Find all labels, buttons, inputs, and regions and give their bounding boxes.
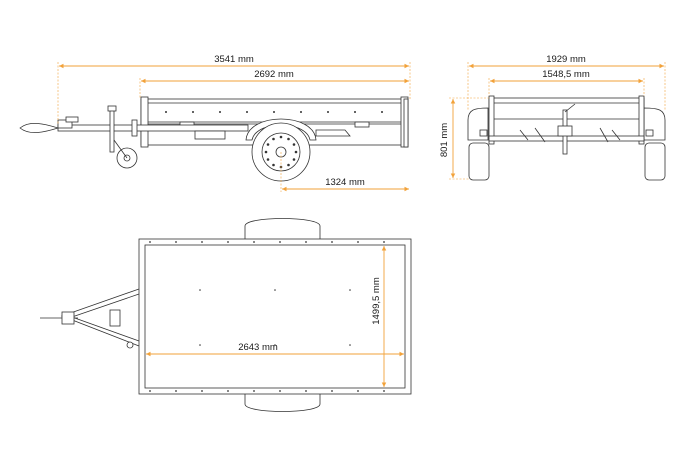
edge-rivet <box>253 241 255 243</box>
top-wheel-lower <box>244 392 321 412</box>
dim-body-width: 1548,5 mm <box>488 69 645 96</box>
edge-rivet <box>331 390 333 392</box>
right-tire <box>644 142 666 181</box>
floor-rivet <box>274 344 276 346</box>
floor-rivet <box>349 289 351 291</box>
top-frame <box>138 238 412 395</box>
rivet <box>273 111 275 113</box>
dim-height: 801 mm <box>439 97 489 180</box>
top-view: 2643 mm 1499,5 mm <box>40 218 412 412</box>
dim-overall-length: 3541 mm <box>57 54 411 125</box>
label-overall-width: 1929 mm <box>546 54 586 65</box>
edge-rivet <box>357 241 359 243</box>
wheel-bolt <box>279 135 283 139</box>
top-wheel-upper <box>244 218 321 241</box>
rear-hitch <box>557 103 576 155</box>
dim-overall-width: 1929 mm <box>467 54 666 110</box>
wheel-bolt <box>266 143 270 146</box>
wheel-bolt <box>266 158 270 161</box>
label-height: 801 mm <box>439 123 450 157</box>
edge-rivet <box>305 241 307 243</box>
floor-rivet <box>349 344 351 346</box>
edge-rivet <box>279 390 281 392</box>
edge-rivet <box>201 241 203 243</box>
floor-rivet <box>199 344 201 346</box>
rivet <box>219 111 221 113</box>
edge-rivet <box>305 390 307 392</box>
edge-rivet <box>253 390 255 392</box>
label-axle-to-rear: 1324 mm <box>325 177 365 188</box>
label-overall-length: 3541 mm <box>214 54 254 65</box>
wheel-bolt <box>272 137 275 141</box>
rear-view: 1929 mm 1548,5 mm 801 mm <box>439 54 666 181</box>
wheel-bolt <box>292 158 296 161</box>
wheel-bolt <box>292 143 296 146</box>
edge-rivet <box>149 390 151 392</box>
edge-rivet <box>201 390 203 392</box>
dim-inner-width: 1499,5 mm <box>371 246 387 387</box>
rivet <box>327 111 329 113</box>
edge-rivet <box>383 390 385 392</box>
edge-rivet <box>175 241 177 243</box>
label-inner-width: 1499,5 mm <box>371 277 382 325</box>
edge-rivet <box>175 390 177 392</box>
dim-body-length: 2692 mm <box>139 69 409 99</box>
rivet <box>354 111 356 113</box>
edge-rivet <box>227 241 229 243</box>
edge-rivet <box>331 241 333 243</box>
wheel-bolt <box>264 150 268 154</box>
dim-axle-to-rear: 1324 mm <box>280 152 409 192</box>
rivet <box>165 111 167 113</box>
rivet <box>192 111 194 113</box>
wheel-bolt <box>272 163 275 167</box>
label-inner-length: 2643 mm <box>238 342 278 353</box>
top-drawbar <box>40 288 140 349</box>
wheel-bolt <box>294 150 298 154</box>
edge-rivet <box>357 390 359 392</box>
label-body-width: 1548,5 mm <box>542 69 590 80</box>
dim-inner-length: 2643 mm <box>146 342 404 357</box>
floor-rivet <box>274 289 276 291</box>
left-tire <box>468 142 490 181</box>
wheel-bolt <box>287 163 290 167</box>
edge-rivet <box>227 390 229 392</box>
rivet <box>246 111 248 113</box>
fender <box>245 118 317 141</box>
wheel-bolt <box>287 137 290 141</box>
side-view: 3541 mm 2692 mm 1324 mm <box>19 54 411 192</box>
rivet <box>300 111 302 113</box>
label-body-length: 2692 mm <box>254 69 294 80</box>
drawbar <box>19 116 249 140</box>
edge-rivet <box>279 241 281 243</box>
edge-rivet <box>383 241 385 243</box>
jockey-wheel <box>107 105 138 169</box>
floor-rivet <box>199 289 201 291</box>
edge-rivet <box>149 241 151 243</box>
rivet <box>381 111 383 113</box>
